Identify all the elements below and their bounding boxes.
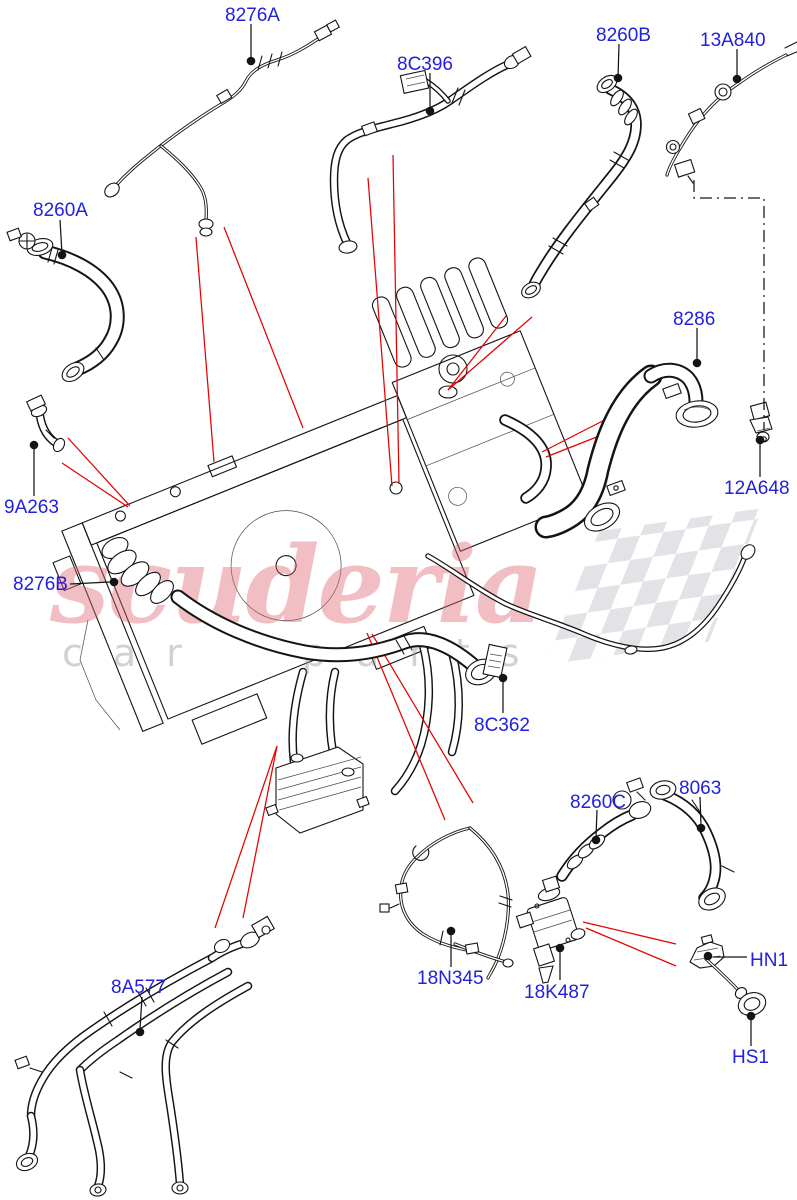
part-drawing-hn1 <box>689 934 725 969</box>
part-drawing-8c362 <box>428 544 756 679</box>
part-label-8276b[interactable]: 8276B <box>13 574 68 595</box>
part-label-12a648[interactable]: 12A648 <box>724 478 790 499</box>
part-label-8260a[interactable]: 8260A <box>33 200 88 221</box>
part-label-8c396[interactable]: 8C396 <box>397 54 453 75</box>
part-drawing-8063 <box>649 780 735 911</box>
part-label-8260b[interactable]: 8260B <box>596 25 651 46</box>
part-drawing-13a840 <box>665 41 797 184</box>
leader-dots <box>29 56 765 1037</box>
part-label-8260c[interactable]: 8260C <box>570 792 626 813</box>
oil-cooler-drawing <box>265 746 370 834</box>
part-label-13a840[interactable]: 13A840 <box>700 30 766 51</box>
part-label-9a263[interactable]: 9A263 <box>4 497 59 518</box>
part-label-hs1[interactable]: HS1 <box>732 1047 769 1068</box>
center-assembly-drawing <box>52 257 589 834</box>
part-drawing-8260a <box>6 227 117 383</box>
part-drawing-8286 <box>546 370 719 537</box>
part-drawing-8276a <box>104 19 341 237</box>
part-drawing-8a577 <box>14 915 276 1197</box>
part-drawing-18n345 <box>379 826 514 980</box>
part-drawing-9a263 <box>25 394 66 453</box>
part-drawing-8c396 <box>334 45 532 254</box>
part-label-hn1[interactable]: HN1 <box>750 950 789 971</box>
dash-dot-reference-line <box>693 180 765 430</box>
part-label-18n345[interactable]: 18N345 <box>417 968 484 989</box>
part-drawing-hs1 <box>704 957 767 1016</box>
part-drawing-8260c <box>562 777 652 876</box>
label-leader-lines <box>33 24 761 1046</box>
part-drawing-8276b <box>101 536 497 686</box>
red-pointer-lines <box>61 154 677 967</box>
part-label-8c362[interactable]: 8C362 <box>474 715 530 736</box>
part-drawing-18k487 <box>515 875 586 984</box>
checkered-flag <box>545 508 763 665</box>
part-label-8286[interactable]: 8286 <box>673 309 716 330</box>
part-drawing-8260b <box>521 74 640 299</box>
part-label-8a577[interactable]: 8A577 <box>111 977 166 998</box>
part-label-8063[interactable]: 8063 <box>679 778 722 799</box>
part-label-8276a[interactable]: 8276A <box>225 5 280 26</box>
part-label-18k487[interactable]: 18K487 <box>524 982 590 1003</box>
